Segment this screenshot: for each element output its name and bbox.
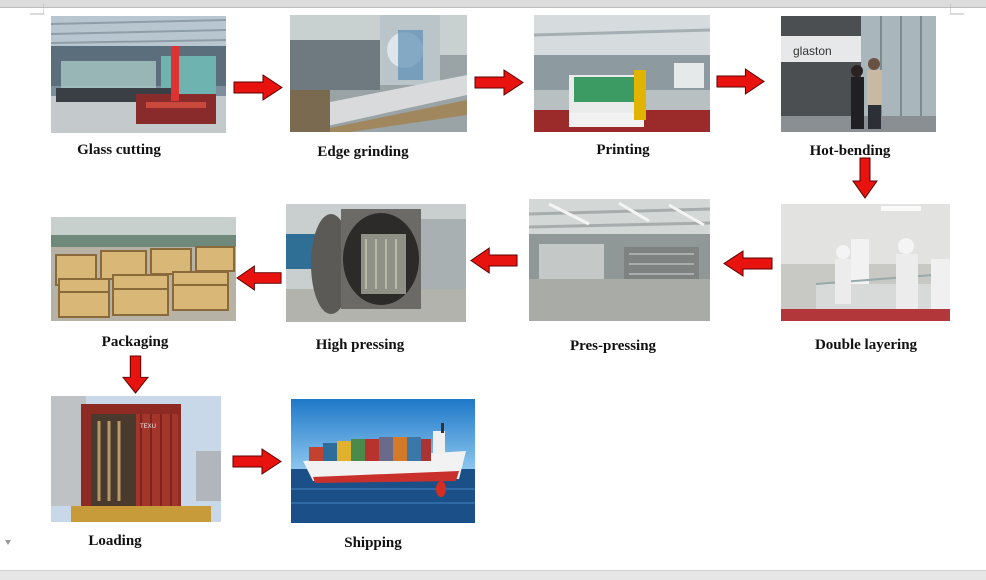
page-top-edge [0, 7, 986, 8]
flow-arrow-down-2 [122, 355, 149, 394]
photo-shipping [291, 399, 475, 523]
flow-arrow-left-3 [723, 250, 773, 277]
flow-arrow-right-2 [474, 69, 524, 96]
glaston-sign-text: glaston [793, 44, 832, 58]
step-label-double-layering: Double layering [814, 337, 918, 353]
page-corner-mark-right [950, 4, 964, 15]
photo-printing [534, 15, 710, 132]
flow-arrow-left-2 [470, 247, 518, 274]
step-label-high-pressing: High pressing [315, 337, 405, 353]
photo-hot-bending: glaston [781, 16, 936, 132]
page-corner-mark-left [30, 4, 44, 15]
container-label-text: TEXU [140, 424, 156, 430]
photo-packaging [51, 217, 236, 321]
photo-high-pressing [286, 204, 466, 322]
flow-arrow-left-1 [236, 265, 282, 291]
step-label-hot-bending: Hot-bending [809, 143, 891, 159]
step-label-glass-cutting: Glass cutting [77, 142, 161, 158]
step-label-packaging: Packaging [101, 334, 169, 350]
scroll-caret-icon[interactable] [5, 540, 11, 545]
photo-edge-grinding [290, 15, 467, 132]
status-bar [0, 570, 986, 580]
flow-arrow-right-1 [233, 74, 283, 101]
photo-double-layering [781, 204, 950, 321]
photo-loading: TEXU [51, 396, 221, 522]
flow-arrow-down-1 [852, 157, 878, 199]
step-label-edge-grinding: Edge grinding [317, 144, 409, 160]
flow-arrow-right-3 [716, 68, 765, 95]
photo-glass-cutting [51, 16, 226, 133]
step-label-printing: Printing [596, 142, 650, 158]
step-label-pres-pressing: Pres-pressing [569, 338, 657, 354]
top-toolbar-strip [0, 0, 986, 8]
photo-pres-pressing [529, 199, 710, 321]
step-label-loading: Loading [88, 533, 142, 549]
flow-arrow-right-4 [232, 448, 282, 475]
step-label-shipping: Shipping [344, 535, 402, 551]
